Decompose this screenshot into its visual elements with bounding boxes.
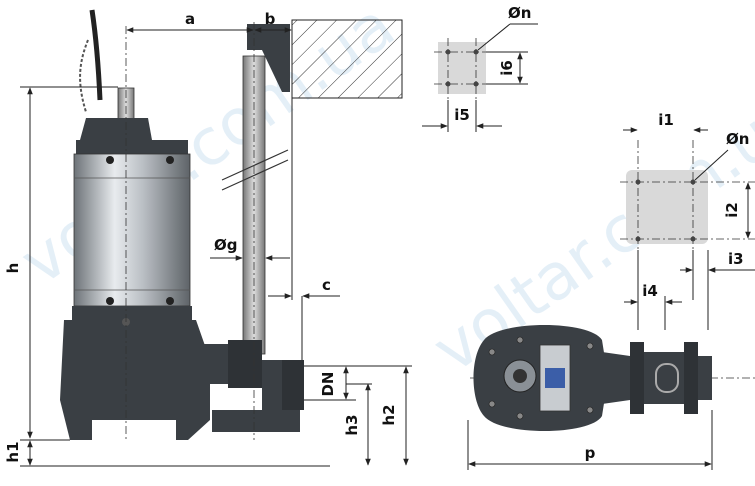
- dim-label-p: p: [585, 444, 596, 462]
- dim-label-i3: i3: [728, 250, 744, 268]
- dim-label-og: Øg: [214, 236, 238, 254]
- motor-cap: [80, 118, 152, 140]
- dim-label-i6: i6: [498, 60, 516, 76]
- flange-top-1: [630, 342, 644, 414]
- dim-label-h1: h1: [4, 441, 22, 462]
- dim-label-a: a: [185, 10, 195, 28]
- dim-label-i4: i4: [642, 282, 658, 300]
- dim-label-dn: DN: [319, 371, 337, 396]
- motor-bottom-flange: [72, 306, 192, 320]
- dim-label-i2: i2: [723, 202, 741, 218]
- side-view: a b Øg c h h1 DN h3 h2: [4, 9, 412, 467]
- dim-label-on-right: Øn: [726, 130, 749, 148]
- motor-housing: [73, 153, 191, 307]
- lifting-chain: [79, 39, 89, 113]
- motor-top-flange: [76, 140, 188, 154]
- dim-label-b: b: [265, 10, 276, 28]
- flange-top-2: [684, 342, 698, 414]
- dim-label-h3: h3: [343, 414, 361, 435]
- bolt-1: [106, 156, 114, 164]
- bolt-plate-large: i1 Øn i2 i3 i4: [620, 111, 755, 330]
- outlet-flange: [282, 360, 304, 410]
- dim-label-i1: i1: [658, 111, 674, 129]
- coupling-foot: [228, 340, 262, 388]
- top-view: p: [467, 325, 755, 470]
- bolt-plate-small: Øn i5 i6: [422, 4, 538, 132]
- wall-hatch: [291, 19, 403, 99]
- dim-label-i5: i5: [454, 106, 470, 124]
- dim-label-h: h: [4, 263, 22, 274]
- bolt-3: [106, 297, 114, 305]
- bolt-2: [166, 156, 174, 164]
- discharge-top: [602, 352, 630, 404]
- pipe-break-mark: [221, 149, 289, 191]
- duckfoot-base: [212, 410, 300, 432]
- pump-volute: [60, 320, 210, 440]
- outlet-top: [698, 356, 712, 400]
- bolt-4: [166, 297, 174, 305]
- plate-large: [626, 170, 708, 244]
- dim-label-on-top: Øn: [508, 4, 531, 22]
- guide-bracket: [247, 24, 290, 92]
- dim-label-h2: h2: [380, 404, 398, 425]
- dim-label-c: c: [322, 276, 331, 294]
